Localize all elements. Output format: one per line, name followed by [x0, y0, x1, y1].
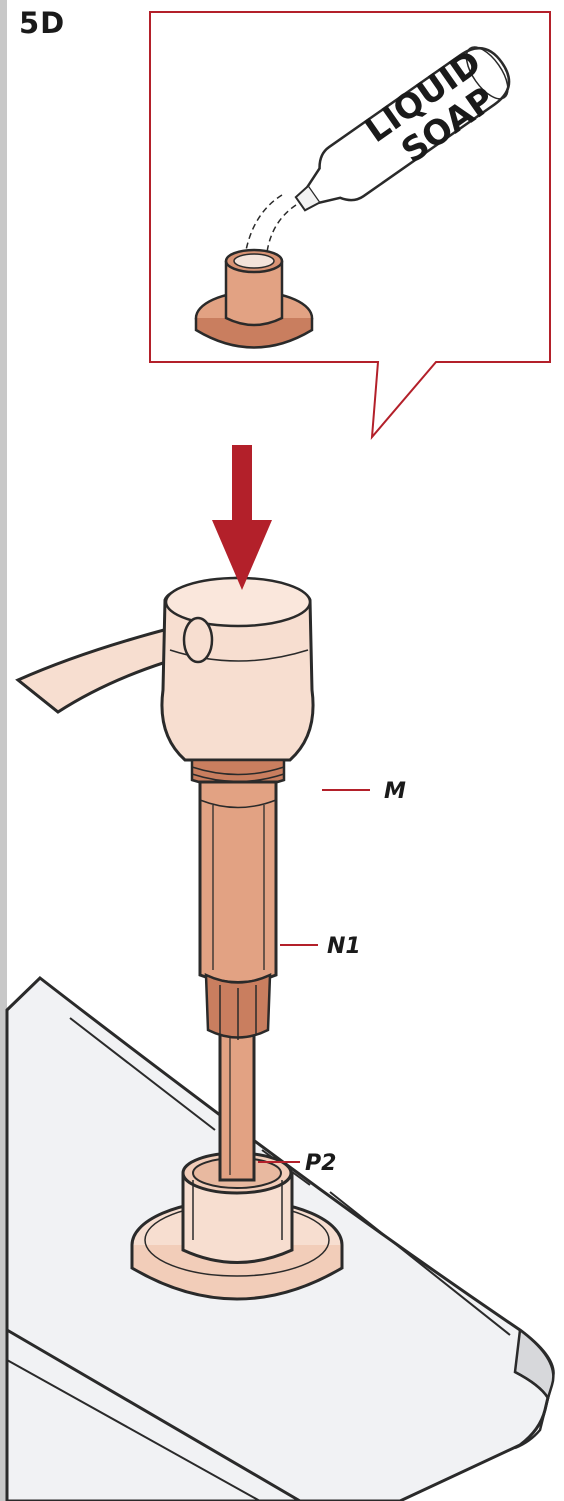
callout-p2: P2: [305, 1151, 336, 1176]
lower-cap: [206, 975, 270, 1040]
callout-m: M: [384, 779, 406, 804]
press-down-arrow: [212, 445, 272, 590]
callout-n1: N1: [327, 934, 361, 959]
pump-head: [18, 578, 313, 760]
lower-tube: [220, 1030, 254, 1180]
upper-tube: [200, 782, 276, 983]
